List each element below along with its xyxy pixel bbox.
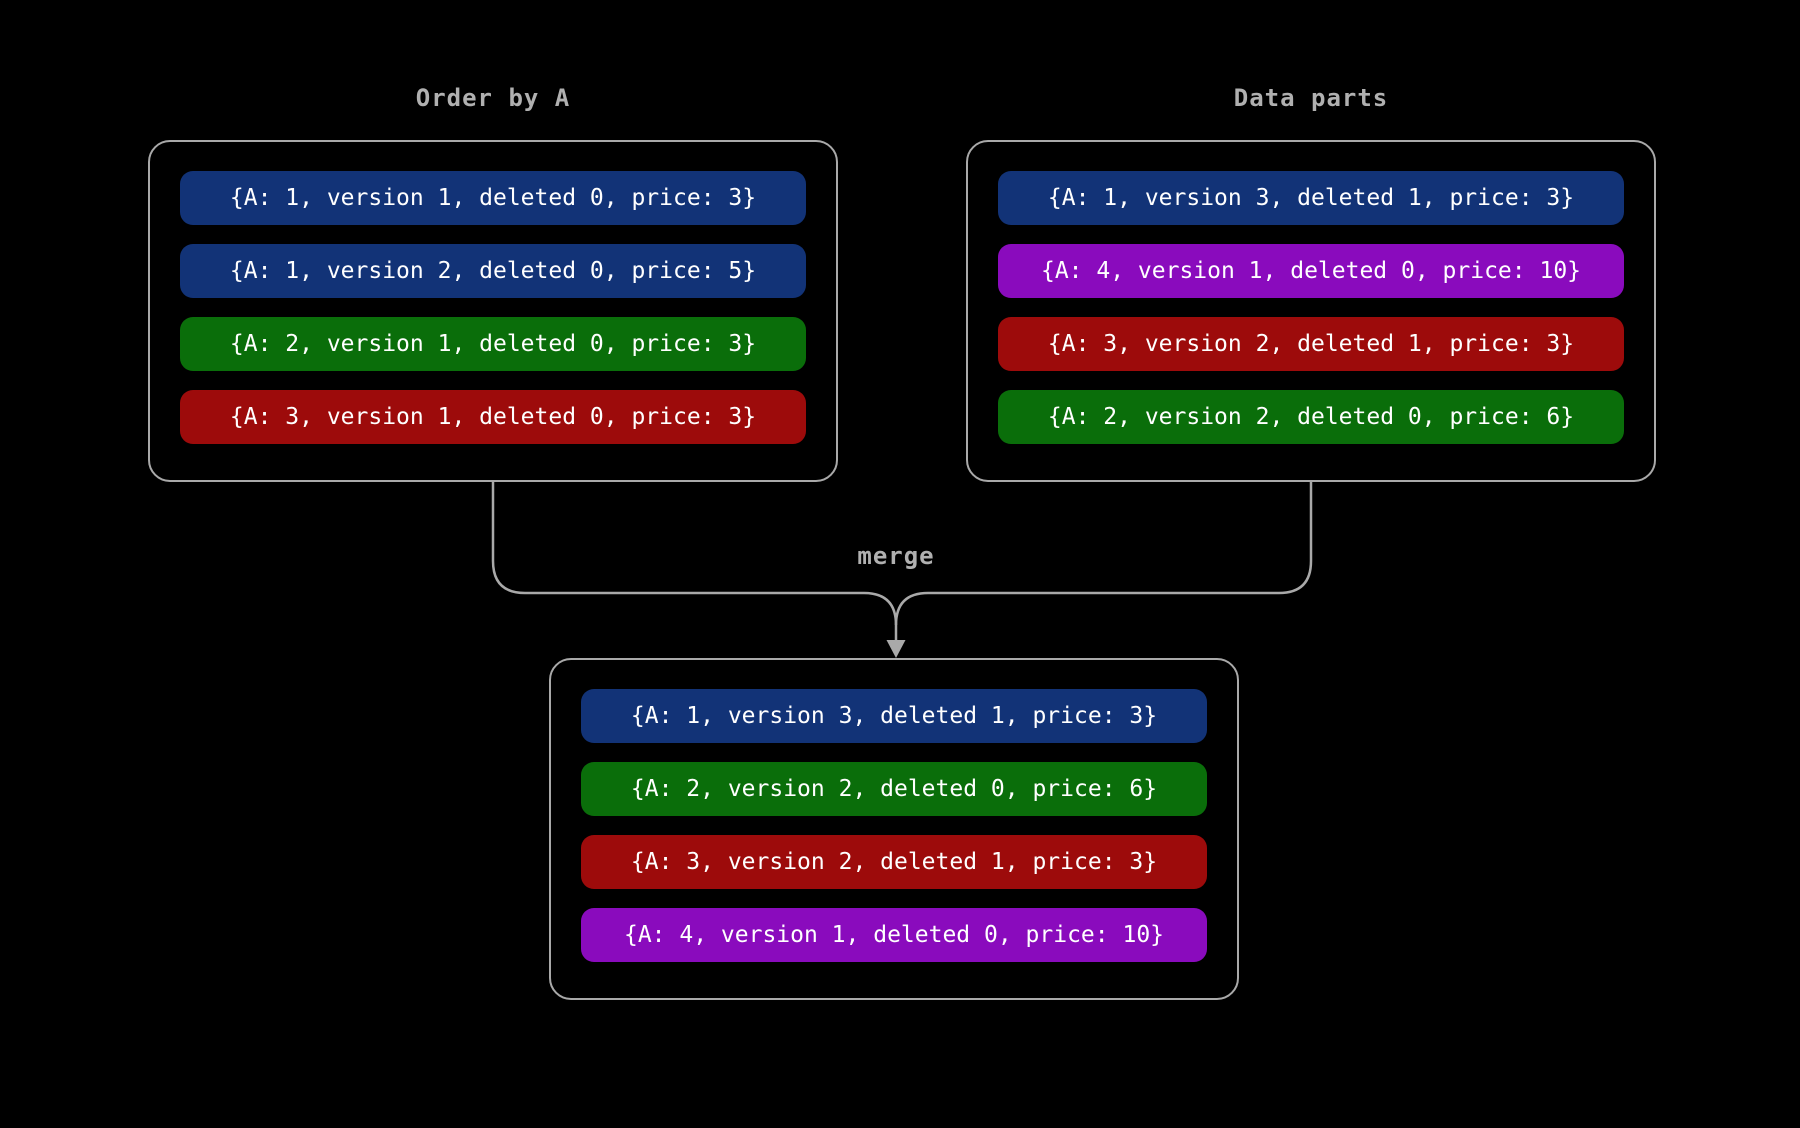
data-part-row: {A: 1, version 3, deleted 1, price: 3}: [581, 689, 1207, 743]
data-part-row: {A: 2, version 1, deleted 0, price: 3}: [180, 317, 806, 371]
data-part-row: {A: 4, version 1, deleted 0, price: 10}: [998, 244, 1624, 298]
right-box-title: Data parts: [1233, 84, 1389, 112]
data-part-row: {A: 1, version 1, deleted 0, price: 3}: [180, 171, 806, 225]
data-part-row: {A: 3, version 2, deleted 1, price: 3}: [998, 317, 1624, 371]
left-box-title: Order by A: [415, 84, 571, 112]
merged-part-box: {A: 1, version 3, deleted 1, price: 3} {…: [549, 658, 1239, 1000]
data-part-row: {A: 2, version 2, deleted 0, price: 6}: [998, 390, 1624, 444]
order-by-a-box: {A: 1, version 1, deleted 0, price: 3} {…: [148, 140, 838, 482]
data-part-row: {A: 3, version 2, deleted 1, price: 3}: [581, 835, 1207, 889]
data-part-row: {A: 4, version 1, deleted 0, price: 10}: [581, 908, 1207, 962]
data-part-row: {A: 3, version 1, deleted 0, price: 3}: [180, 390, 806, 444]
arrowhead-icon: [886, 640, 906, 658]
data-part-row: {A: 1, version 3, deleted 1, price: 3}: [998, 171, 1624, 225]
data-parts-box: {A: 1, version 3, deleted 1, price: 3} {…: [966, 140, 1656, 482]
data-part-row: {A: 1, version 2, deleted 0, price: 5}: [180, 244, 806, 298]
data-part-row: {A: 2, version 2, deleted 0, price: 6}: [581, 762, 1207, 816]
merge-label: merge: [857, 542, 935, 570]
